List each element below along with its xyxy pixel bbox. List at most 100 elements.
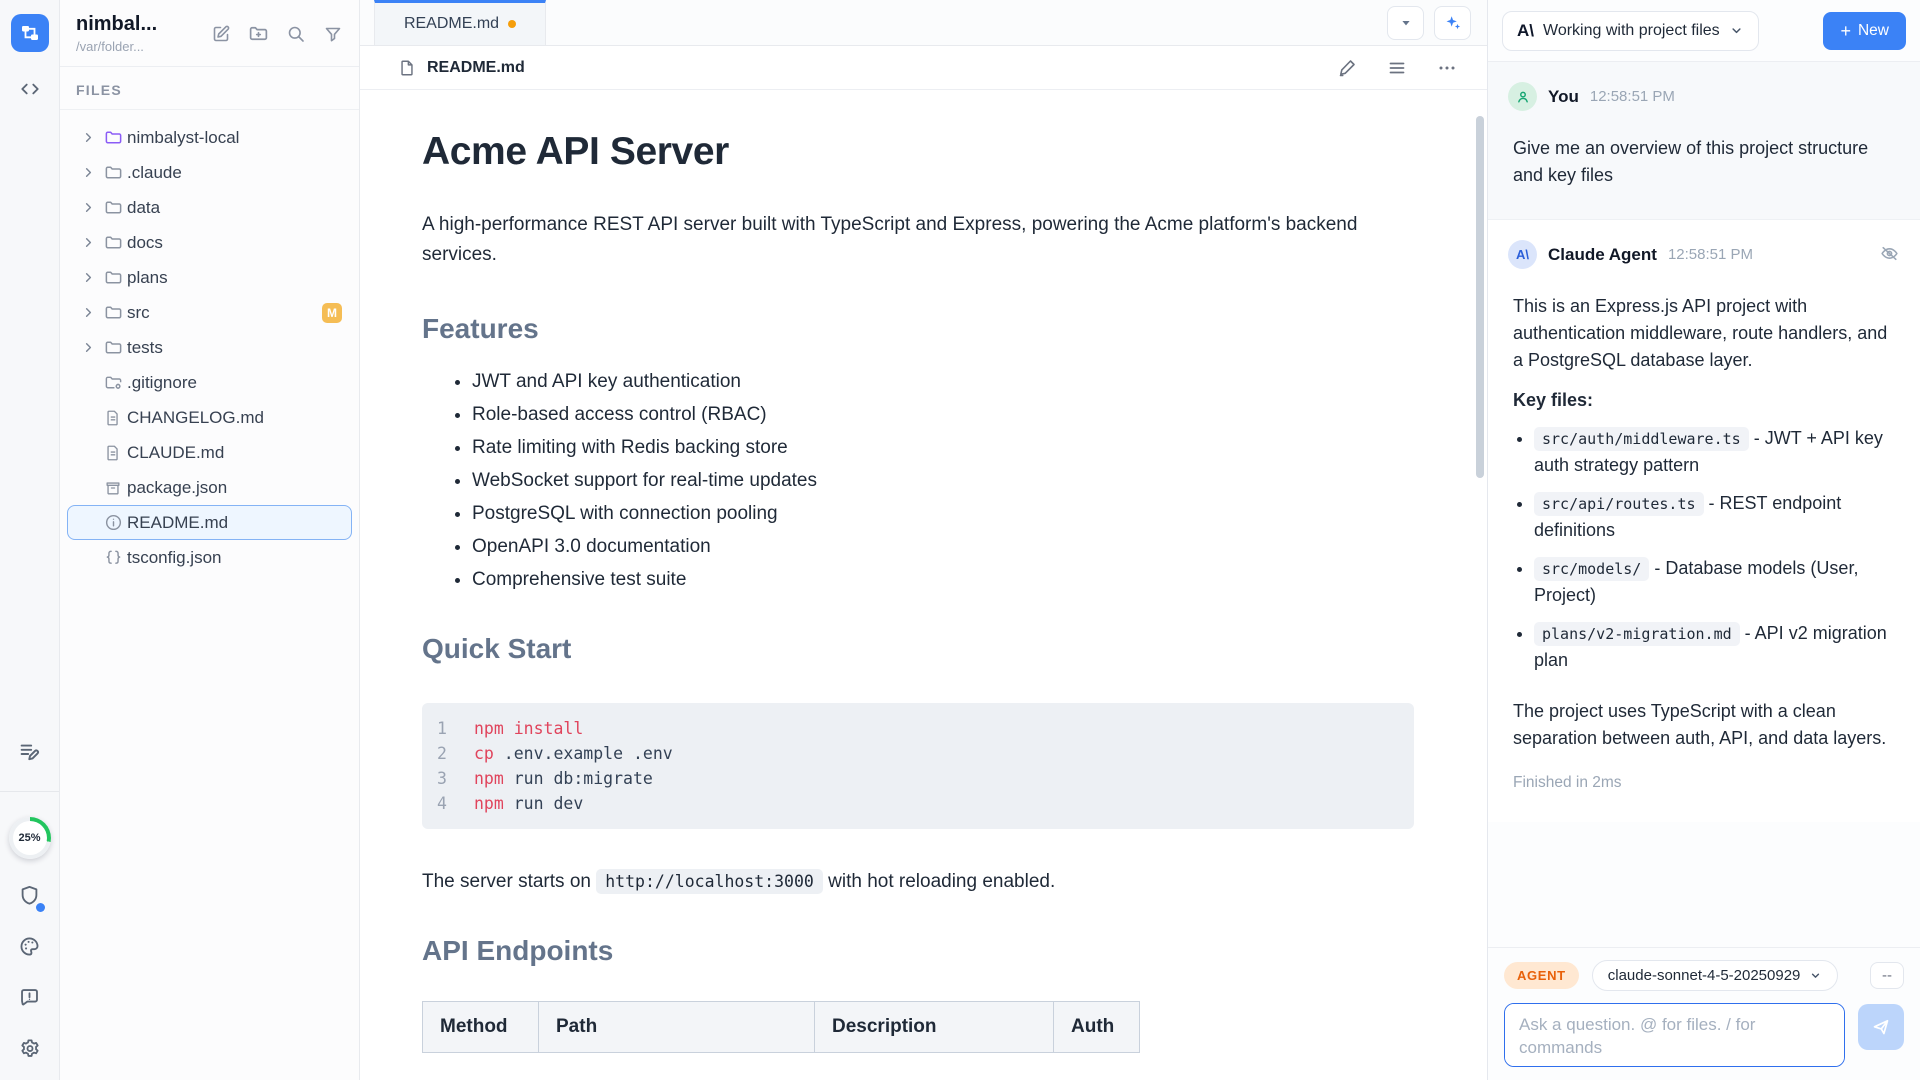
key-file-item: src/api/routes.ts - REST endpoint defini…: [1534, 490, 1900, 544]
outline-lines-icon[interactable]: [1387, 58, 1407, 78]
code-text: cp .env.example .env: [474, 743, 673, 763]
file-tree-item-CLAUDE.md[interactable]: CLAUDE.md: [67, 435, 352, 470]
features-list: JWT and API key authenticationRole-based…: [422, 371, 1417, 591]
project-path: /var/folder...: [76, 39, 144, 54]
code-text: npm run db:migrate: [474, 768, 653, 788]
tab-readme[interactable]: README.md: [374, 0, 546, 45]
chevron-right-icon[interactable]: [77, 130, 99, 145]
file-name: tsconfig.json: [127, 547, 222, 567]
collapse-panel-button[interactable]: --: [1870, 962, 1904, 989]
security-shield-icon[interactable]: [18, 884, 45, 912]
search-icon[interactable]: [286, 24, 306, 44]
hide-message-eye-off-icon[interactable]: [1879, 243, 1900, 267]
line-number: 1: [437, 718, 447, 738]
key-file-path: src/api/routes.ts: [1534, 492, 1704, 516]
new-chat-label: New: [1857, 21, 1889, 39]
file-tree-item-docs[interactable]: docs: [67, 225, 352, 260]
file-name: docs: [127, 232, 163, 252]
key-files-label: Key files:: [1513, 390, 1594, 410]
endpoints-heading: API Endpoints: [422, 934, 614, 966]
agent-name: Claude Agent: [1548, 244, 1657, 264]
feedback-icon[interactable]: [18, 986, 41, 1012]
endpoints-column-header: Path: [538, 1000, 815, 1053]
tab-label: README.md: [403, 15, 500, 32]
chevron-right-icon[interactable]: [77, 235, 99, 250]
endpoints-column-header: Description: [814, 1000, 1054, 1053]
code-line: 2 cp .env.example .env: [422, 741, 1414, 766]
chevron-down-icon: [1729, 23, 1744, 38]
agent-mode-badge: AGENT: [1504, 962, 1579, 989]
file-name: CHANGELOG.md: [127, 407, 264, 427]
files-section-label: FILES: [60, 67, 359, 110]
chevron-right-icon[interactable]: [77, 200, 99, 215]
user-name: You: [1548, 86, 1579, 106]
key-file-desc: - Database models (User, Project): [1534, 558, 1859, 605]
chat-footer: AGENT claude-sonnet-4-5-20250929 --: [1488, 947, 1920, 1080]
file-tree-item-CHANGELOG.md[interactable]: CHANGELOG.md: [67, 400, 352, 435]
file-panel: nimbal... /var/folder... FILES nimbalyst…: [60, 0, 360, 1080]
file-name: data: [127, 197, 161, 217]
more-ellipsis-icon[interactable]: [1437, 58, 1457, 78]
folder-icon: [99, 128, 127, 147]
settings-gear-icon[interactable]: [18, 1037, 42, 1064]
line-number: 4: [437, 793, 447, 813]
file-name: .gitignore: [127, 372, 197, 392]
user-avatar: [1508, 82, 1537, 111]
new-file-icon[interactable]: [211, 24, 231, 44]
chat-input[interactable]: [1504, 1003, 1845, 1067]
file-tree-item-package.json[interactable]: package.json: [67, 470, 352, 505]
filter-icon[interactable]: [323, 24, 343, 44]
endpoints-column-header: Method: [422, 1000, 539, 1053]
new-chat-button[interactable]: + New: [1823, 11, 1906, 50]
chat-panel: A\ Working with project files + New You …: [1487, 0, 1920, 1080]
chevron-right-icon[interactable]: [77, 340, 99, 355]
send-button[interactable]: [1858, 1004, 1904, 1050]
agent-message: A\ Claude Agent 12:58:51 PM This is an E…: [1488, 220, 1920, 822]
file-tree-item-.claude[interactable]: .claude: [67, 155, 352, 190]
annotate-pen-icon[interactable]: [1337, 58, 1357, 78]
document-icon: [99, 409, 127, 427]
ai-sparkle-button[interactable]: [1434, 5, 1471, 40]
agent-avatar: A\: [1508, 240, 1537, 269]
file-tree-item-tsconfig.json[interactable]: tsconfig.json: [67, 540, 352, 575]
code-text: npm run dev: [474, 793, 584, 813]
chevron-right-icon[interactable]: [77, 270, 99, 285]
code-view-icon[interactable]: [19, 78, 41, 103]
doc-intro: A high-performance REST API server built…: [422, 214, 1358, 266]
key-files-list: src/auth/middleware.ts - JWT + API key a…: [1513, 425, 1900, 674]
theme-palette-icon[interactable]: [18, 935, 41, 961]
file-name: plans: [127, 267, 168, 287]
file-tree-item-data[interactable]: data: [67, 190, 352, 225]
file-tree-item-plans[interactable]: plans: [67, 260, 352, 295]
model-selector-dropdown[interactable]: claude-sonnet-4-5-20250929: [1591, 960, 1839, 991]
app-logo-icon[interactable]: [10, 14, 49, 52]
file-tree-item-tests[interactable]: tests: [67, 330, 352, 365]
feature-item: Comprehensive test suite: [472, 569, 1417, 591]
server-note: The server starts on http://localhost:30…: [422, 868, 1417, 894]
chevron-right-icon[interactable]: [77, 305, 99, 320]
file-tree-item-.gitignore[interactable]: .gitignore: [67, 365, 352, 400]
file-tree-item-nimbalyst-local[interactable]: nimbalyst-local: [67, 120, 352, 155]
tab-list-chevron-button[interactable]: [1387, 5, 1424, 40]
server-note-suffix: with hot reloading enabled.: [822, 870, 1056, 892]
editor-scrollbar-thumb[interactable]: [1476, 116, 1484, 478]
notes-icon[interactable]: [18, 739, 42, 766]
key-file-desc: - REST endpoint definitions: [1534, 493, 1842, 540]
key-file-path: plans/v2-migration.md: [1534, 622, 1740, 646]
session-mode-dropdown[interactable]: A\ Working with project files: [1502, 10, 1759, 51]
anthropic-logo-icon: A\: [1517, 20, 1534, 40]
feature-item: PostgreSQL with connection pooling: [472, 503, 1417, 525]
info-icon: [99, 513, 127, 532]
key-file-item: src/auth/middleware.ts - JWT + API key a…: [1534, 425, 1900, 479]
file-tree-item-README.md[interactable]: README.md: [67, 505, 352, 540]
chevron-right-icon[interactable]: [77, 165, 99, 180]
usage-progress-ring[interactable]: 25%: [8, 817, 51, 859]
tab-bar: README.md: [360, 0, 1487, 46]
file-name: .claude: [127, 162, 182, 182]
modified-dot-icon: [508, 20, 517, 28]
new-folder-icon[interactable]: [248, 23, 269, 44]
file-name: README.md: [127, 512, 229, 532]
